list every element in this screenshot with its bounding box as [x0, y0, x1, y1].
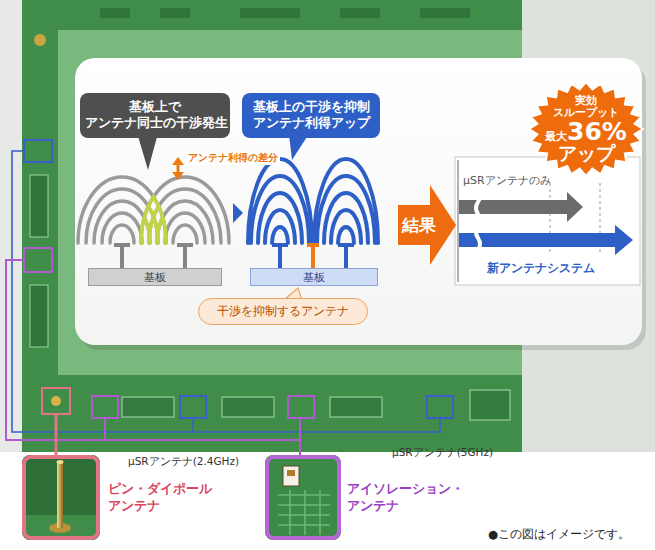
- gain-difference-arrow: [172, 157, 184, 165]
- pcb-board: [0, 0, 655, 452]
- pcb-board: [0, 0, 655, 452]
- annotation-label: μSRアンテナ(5GHz): [392, 446, 493, 460]
- callout-pill: 干渉を抑制するアンテナ: [198, 298, 368, 325]
- antenna-symbol: [307, 245, 319, 268]
- node-text: 実効 スループット: [547, 95, 625, 119]
- node-text: ピン・ダイポール アンテナ: [108, 481, 233, 515]
- pcb-board: [470, 390, 510, 420]
- antenna-leader-line: [12, 151, 440, 432]
- pcb-board: [240, 8, 300, 18]
- pcb-board: [330, 397, 382, 417]
- antenna-leader-line: [55, 414, 58, 455]
- node-text: 基板上で アンテナ同士の干渉発生: [85, 99, 225, 132]
- antenna-location-marker: [24, 248, 52, 272]
- antenna-location-marker: [180, 396, 206, 418]
- antenna-symbol: [114, 245, 193, 268]
- node-text: アイソレーション・ アンテナ: [347, 481, 475, 515]
- pcb-board: [222, 397, 274, 417]
- isolation-antenna-photo: [265, 455, 341, 540]
- interference-overlap: [141, 177, 229, 243]
- isolation-antenna-photo: [283, 466, 299, 486]
- isolation-antenna-photo: [278, 490, 330, 535]
- antenna-symbol: [114, 245, 354, 268]
- annotation-label: アンテナ利得の差分: [186, 152, 280, 165]
- interference-waves: [141, 177, 229, 243]
- node-text: アップ: [528, 144, 644, 163]
- node-text: 基板: [303, 270, 325, 285]
- antenna-location-marker: [92, 396, 118, 418]
- node-text: 新アンテナシステム: [487, 260, 595, 277]
- node-text: 結果: [402, 214, 436, 237]
- step-arrow: [233, 203, 243, 223]
- result-arrow: 結果: [398, 185, 456, 265]
- substrate-bar: 基板: [250, 268, 378, 286]
- antenna-location-marker: [427, 396, 453, 418]
- annotation-label: ●この図はイメージです。: [488, 527, 630, 542]
- throughput-chart: [457, 160, 459, 282]
- interference-overlap: [78, 177, 166, 243]
- antenna-photo: ピン・ダイポール アンテナ: [20, 455, 220, 543]
- interference-waves: [78, 177, 229, 243]
- antenna-location-marker: [51, 396, 61, 406]
- pcb-board: [30, 285, 48, 347]
- starburst-shape: [529, 82, 643, 176]
- gain-difference-arrow: [172, 157, 184, 180]
- speech-bubble: 基板上の干渉を抑制 アンテナ利得アップ: [242, 93, 380, 138]
- annotation-label: μSRアンテナ(2.4GHz): [128, 455, 239, 469]
- substrate-bar: 基板: [88, 268, 222, 286]
- antenna-leader-line: [6, 260, 300, 455]
- throughput-starburst: 実効 スループット最大36%アップ: [528, 81, 644, 177]
- info-panel: [75, 58, 642, 345]
- pcb-board: [34, 34, 46, 46]
- gain-difference-arrow: [172, 172, 184, 180]
- pin-dipole-photo: [22, 455, 100, 540]
- interference-waves: [78, 177, 166, 243]
- radiation-waves: [248, 159, 378, 243]
- node-text: μSRアンテナのみ: [463, 173, 551, 188]
- isolation-antenna-photo: [287, 470, 295, 476]
- gain-difference-arrow: [177, 164, 180, 173]
- pcb-board: [100, 8, 130, 18]
- isolation-antenna-photo: [265, 455, 341, 540]
- antenna-location-marker: [24, 140, 453, 418]
- node-text: 最大: [545, 131, 567, 142]
- throughput-chart: μSRアンテナのみ新アンテナシステム: [455, 157, 640, 285]
- throughput-chart: [455, 157, 640, 285]
- pin-dipole-photo: [22, 455, 100, 540]
- throughput-chart: [459, 225, 633, 255]
- pcb-board: [30, 175, 48, 237]
- antenna-leader-line: [6, 151, 440, 455]
- node-text: 36%: [567, 119, 627, 144]
- pin-dipole-photo: [57, 462, 63, 528]
- photo-frame: [265, 455, 341, 540]
- photo-frame: [22, 455, 100, 540]
- radiation-waves: [314, 159, 378, 243]
- node-text: 基板: [144, 270, 166, 285]
- speech-bubble: 基板上で アンテナ同士の干渉発生: [80, 93, 230, 138]
- pcb-board: [160, 8, 190, 18]
- antenna-location-marker: [42, 388, 70, 414]
- node-text: 基板上の干渉を抑制 アンテナ利得アップ: [247, 99, 375, 132]
- antenna-location-marker: [288, 396, 314, 418]
- node-text: 干渉を抑制するアンテナ: [217, 303, 349, 320]
- pin-dipole-photo: [57, 460, 64, 464]
- antenna-photo: アイソレーション・ アンテナ: [263, 455, 478, 543]
- antenna-symbol: [272, 245, 354, 268]
- radiation-waves: [248, 159, 312, 243]
- pcb-board: [420, 8, 470, 18]
- interference-overlap: [78, 177, 229, 243]
- info-panel: [75, 58, 646, 350]
- throughput-chart: [455, 157, 640, 285]
- throughput-chart: [476, 190, 480, 262]
- antenna-location-marker: [24, 140, 52, 162]
- pcb-board: [122, 397, 174, 417]
- interference-overlap: [78, 177, 229, 243]
- arrow-shape: [398, 185, 456, 265]
- pcb-board: [340, 8, 380, 18]
